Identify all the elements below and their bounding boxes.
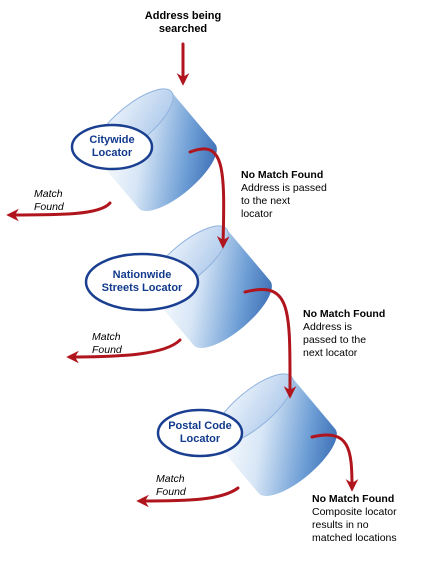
no-match-line: Address is passed [241, 182, 327, 194]
no-match-line: matched locations [312, 532, 397, 544]
locator-label-citywide: Citywide Locator [89, 134, 135, 159]
diagram-title: Address being searched [144, 10, 222, 35]
arrow-no-match-2 [243, 287, 297, 399]
no-match-note-1: No Match Found Address is passed to the … [241, 169, 351, 221]
arrow-no-match-1 [188, 147, 230, 249]
locator-label-nationwide: Nationwide Streets Locator [101, 269, 183, 294]
no-match-note-2: No Match Found Address is passed to the … [303, 308, 413, 360]
oval-citywide [70, 123, 154, 171]
no-match-line: to the next [241, 195, 291, 207]
no-match-line: results in no [312, 519, 369, 531]
arrow-match-found-3 [136, 486, 240, 508]
oval-postal [156, 408, 244, 458]
no-match-line: next locator [303, 347, 358, 359]
match-found-label-3: Match Found [156, 473, 186, 498]
arrow-match-found-1 [6, 201, 112, 222]
no-match-heading: No Match Found [241, 169, 324, 181]
arrow-match-found-2 [66, 338, 182, 364]
match-found-label-2: Match Found [92, 331, 122, 356]
no-match-heading: No Match Found [303, 308, 386, 320]
no-match-note-3: No Match Found Composite locator results… [312, 493, 420, 545]
no-match-line: Address is [303, 321, 353, 333]
no-match-line: Composite locator [312, 506, 397, 518]
oval-nationwide [84, 252, 200, 312]
no-match-heading: No Match Found [312, 493, 395, 505]
match-found-label-1: Match Found [34, 188, 64, 213]
no-match-line: passed to the [303, 334, 367, 346]
locator-label-postal: Postal Code Locator [168, 420, 232, 445]
arrow-no-match-3 [310, 433, 359, 492]
no-match-line: locator [241, 208, 273, 220]
